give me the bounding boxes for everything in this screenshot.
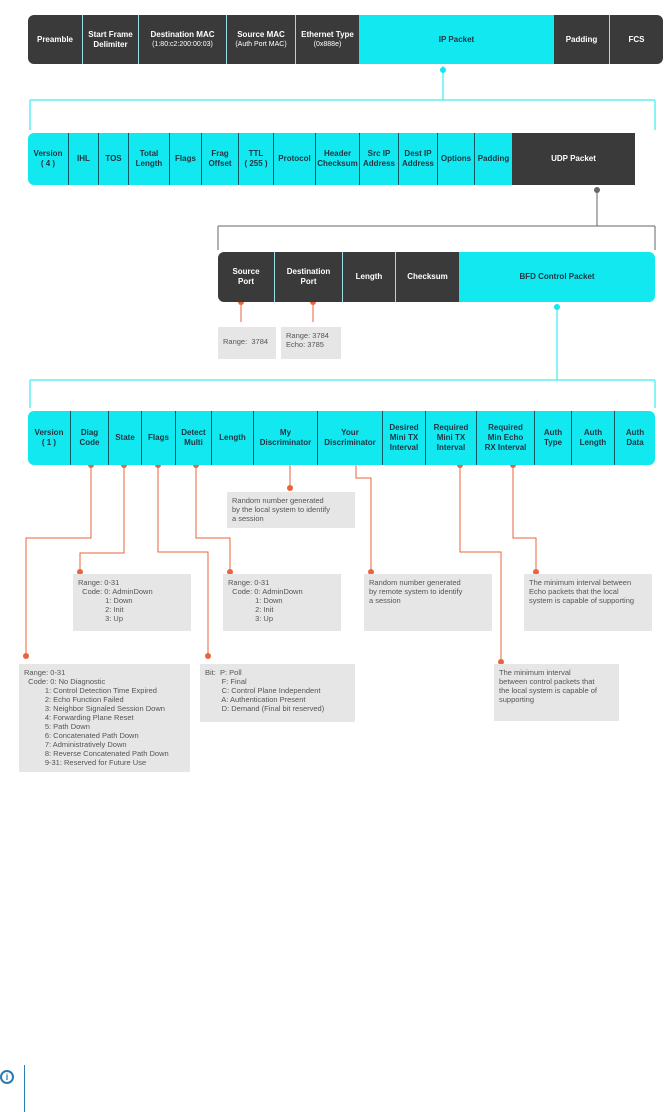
ip-field-options: Options xyxy=(438,133,475,185)
bfd-field-required-min-tx-interval: Required Mini TX Interval xyxy=(426,411,477,465)
note-required-min-tx-interval: The minimum interval between control pac… xyxy=(494,664,619,721)
ip-field-protocol: Protocol xyxy=(274,133,316,185)
udp-packet-header: Source Port Destination Port Length Chec… xyxy=(218,252,655,302)
field-ip-packet: IP Packet xyxy=(359,15,554,64)
ip-field-tos: TOS xyxy=(99,133,129,185)
bfd-field-state: State xyxy=(109,411,142,465)
ip-field-header-checksum: Header Checksum xyxy=(316,133,360,185)
bfd-field-auth-data: Auth Data xyxy=(615,411,655,465)
ip-packet-header: Version ( 4 ) IHL TOS Total Length Flags… xyxy=(28,133,655,185)
field-fcs: FCS xyxy=(610,15,663,64)
info-icon: i xyxy=(0,1070,14,1084)
ip-field-frag-offset: Frag Offset xyxy=(202,133,239,185)
ip-field-padding: Padding xyxy=(475,133,512,185)
note-your-discriminator: Random number generated by remote system… xyxy=(364,574,492,631)
bfd-field-desired-min-tx-interval: Desired Mini TX Interval xyxy=(383,411,426,465)
ip-field-udp-packet: UDP Packet xyxy=(512,133,635,185)
udp-field-bfd-control-packet: BFD Control Packet xyxy=(459,252,655,302)
bfd-field-auth-type: Auth Type xyxy=(535,411,572,465)
note-state: Range: 0-31 Code: 0: AdminDown 1: Down 2… xyxy=(73,574,191,631)
field-padding: Padding xyxy=(554,15,610,64)
ip-field-ttl: TTL ( 255 ) xyxy=(239,133,274,185)
ip-field-src-ip-address: Src IP Address xyxy=(360,133,399,185)
udp-field-checksum: Checksum xyxy=(396,252,459,302)
note-flags: Bit: P: Poll F: Final C: Control Plane I… xyxy=(200,664,355,722)
ip-field-flags: Flags xyxy=(170,133,202,185)
ip-field-version: Version ( 4 ) xyxy=(28,133,69,185)
field-ethernet-type: Ethernet Type (0x888e) xyxy=(296,15,359,64)
note-source-port: Range: 3784 xyxy=(218,327,276,359)
ip-field-total-length: Total Length xyxy=(129,133,170,185)
ethernet-frame: Preamble Start Frame Delimiter Destinati… xyxy=(28,15,663,64)
bfd-field-diag-code: Diag Code xyxy=(71,411,109,465)
info-divider xyxy=(24,1065,25,1112)
bfd-field-version: Version ( 1 ) xyxy=(28,411,71,465)
ip-field-dest-ip-address: Dest IP Address xyxy=(399,133,438,185)
bfd-control-packet-header: Version ( 1 ) Diag Code State Flags Dete… xyxy=(28,411,655,465)
bfd-field-flags: Flags xyxy=(142,411,176,465)
note-destination-port: Range: 3784 Echo: 3785 xyxy=(281,327,341,359)
bfd-field-auth-length: Auth Length xyxy=(572,411,615,465)
field-destination-mac: Destination MAC (1:80:c2:200:00:03) xyxy=(139,15,227,64)
ip-field-ihl: IHL xyxy=(69,133,99,185)
bfd-field-your-discriminator: Your Discriminator xyxy=(318,411,383,465)
field-preamble: Preamble xyxy=(28,15,83,64)
field-start-frame-delimiter: Start Frame Delimiter xyxy=(83,15,139,64)
note-required-min-echo-rx-interval: The minimum interval between Echo packet… xyxy=(524,574,652,631)
bfd-field-my-discriminator: My Discriminator xyxy=(254,411,318,465)
udp-field-source-port: Source Port xyxy=(218,252,275,302)
note-detect-multi: Range: 0-31 Code: 0: AdminDown 1: Down 2… xyxy=(223,574,341,631)
bfd-field-detect-multi: Detect Multi xyxy=(176,411,212,465)
bfd-field-required-min-echo-rx-interval: Required Min Echo RX Interval xyxy=(477,411,535,465)
note-diag-code: Range: 0-31 Code: 0: No Diagnostic 1: Co… xyxy=(19,664,190,772)
udp-field-destination-port: Destination Port xyxy=(275,252,343,302)
udp-field-length: Length xyxy=(343,252,396,302)
note-my-discriminator: Random number generated by the local sys… xyxy=(227,492,355,528)
field-source-mac: Source MAC (Auth Port MAC) xyxy=(227,15,296,64)
bfd-field-length: Length xyxy=(212,411,254,465)
